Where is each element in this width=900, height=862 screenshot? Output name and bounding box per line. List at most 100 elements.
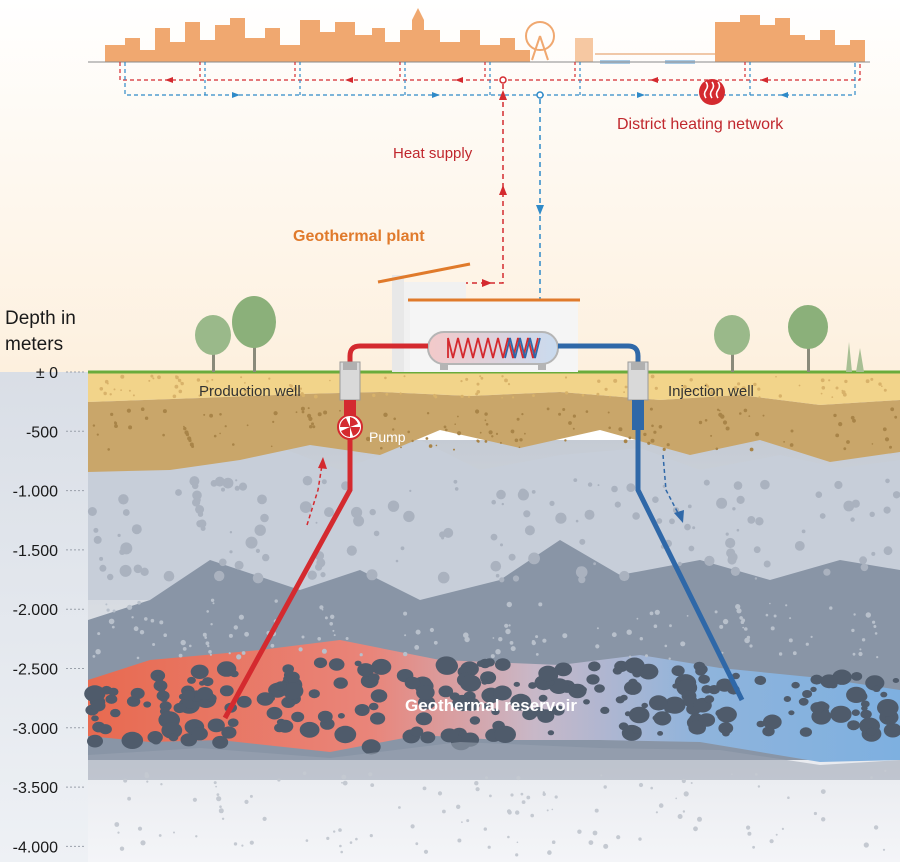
lower-rock-strip: [88, 742, 900, 780]
rock-speckle: [747, 516, 756, 524]
rock-speckle: [852, 652, 856, 656]
depth-axis: ± 0-500-1.000-1.500-2.000-2.500-3.000-3.…: [13, 365, 86, 856]
rock-speckle: [740, 391, 743, 394]
rock-speckle: [429, 627, 434, 633]
rock-speckle: [206, 610, 209, 613]
rock-speckle: [755, 773, 758, 776]
reservoir-stone: [810, 674, 823, 685]
rock-speckle: [277, 778, 281, 782]
rock-speckle: [123, 778, 128, 783]
rock-speckle: [692, 388, 696, 392]
rock-speckle: [185, 432, 190, 437]
reservoir-stone: [698, 713, 716, 727]
reservoir-stone: [788, 710, 795, 716]
rock-speckle: [722, 420, 728, 425]
rock-speckle: [383, 412, 388, 417]
rock-speckle: [524, 432, 526, 435]
rock-speckle: [740, 620, 745, 624]
rock-speckle: [293, 387, 298, 391]
reservoir-stone: [191, 727, 208, 741]
rock-speckle: [246, 424, 249, 427]
rock-speckle: [137, 600, 141, 605]
rock-speckle: [596, 627, 599, 630]
rock-speckle: [789, 443, 794, 447]
rock-speckle: [172, 394, 177, 399]
rock-speckle: [340, 850, 344, 854]
rock-speckle: [128, 425, 133, 430]
rock-speckle: [603, 843, 609, 849]
rock-speckle: [515, 853, 519, 857]
reservoir-stone: [783, 696, 792, 702]
rock-speckle: [457, 415, 459, 418]
rock-speckle: [516, 775, 521, 781]
rock-speckle: [366, 569, 378, 581]
reservoir-stone: [370, 712, 386, 725]
rock-speckle: [649, 407, 653, 411]
reservoir-stone: [143, 701, 152, 708]
rock-speckle: [495, 649, 501, 655]
rock-speckle: [118, 494, 129, 505]
rock-speckle: [501, 502, 504, 506]
rock-speckle: [749, 447, 754, 452]
reservoir-stone: [91, 715, 99, 722]
reservoir-stone: [202, 677, 214, 687]
rock-speckle: [624, 385, 628, 389]
rock-speckle: [755, 432, 760, 437]
rock-speckle: [658, 425, 663, 429]
rock-speckle: [531, 640, 536, 646]
reservoir-stone: [416, 685, 435, 700]
rock-speckle: [403, 611, 408, 616]
rock-speckle: [208, 387, 212, 391]
pump-label: Pump: [369, 429, 406, 445]
rock-speckle: [789, 617, 792, 620]
rock-speckle: [753, 382, 757, 387]
rock-speckle: [883, 546, 893, 556]
rock-speckle: [484, 419, 487, 422]
depth-title-line-1: Depth in: [5, 308, 76, 329]
reservoir-stone: [371, 658, 392, 675]
rock-speckle: [309, 425, 313, 429]
rock-speckle: [257, 494, 267, 505]
rock-speckle: [99, 387, 104, 391]
reservoir-stone: [754, 675, 767, 686]
rock-speckle: [146, 780, 149, 783]
rock-speckle: [523, 510, 531, 518]
rock-speckle: [403, 375, 406, 378]
rock-speckle: [119, 846, 125, 851]
rock-speckle: [843, 500, 855, 512]
rock-speckle: [236, 393, 239, 396]
rock-speckle: [727, 555, 737, 565]
rock-speckle: [409, 489, 412, 492]
rock-speckle: [262, 553, 270, 562]
depth-tick-label: -3.500: [13, 780, 58, 797]
rock-speckle: [890, 407, 895, 412]
rock-speckle: [710, 391, 714, 395]
rock-speckle: [739, 412, 742, 415]
rock-speckle: [713, 392, 716, 395]
rock-speckle: [219, 558, 227, 567]
rock-speckle: [196, 378, 201, 382]
rock-speckle: [157, 375, 161, 380]
rock-speckle: [214, 570, 225, 582]
rock-speckle: [718, 409, 721, 412]
rock-speckle: [445, 428, 448, 432]
rock-speckle: [495, 432, 499, 435]
rock-speckle: [372, 393, 376, 398]
rock-speckle: [721, 651, 724, 654]
rock-speckle: [388, 437, 391, 441]
rock-speckle: [860, 563, 869, 572]
reservoir-stone: [370, 689, 388, 703]
rock-speckle: [191, 445, 195, 448]
rock-speckle: [428, 444, 433, 448]
rock-speckle: [626, 483, 636, 492]
rock-speckle: [353, 515, 365, 527]
rock-speckle: [103, 391, 107, 396]
rock-speckle: [342, 780, 348, 786]
city-skyline: [105, 8, 865, 64]
rock-speckle: [511, 431, 514, 434]
reservoir-stone: [762, 714, 782, 730]
rock-speckle: [596, 392, 600, 396]
rock-speckle: [188, 438, 192, 443]
rock-speckle: [437, 571, 450, 584]
pump-icon: [337, 414, 363, 440]
